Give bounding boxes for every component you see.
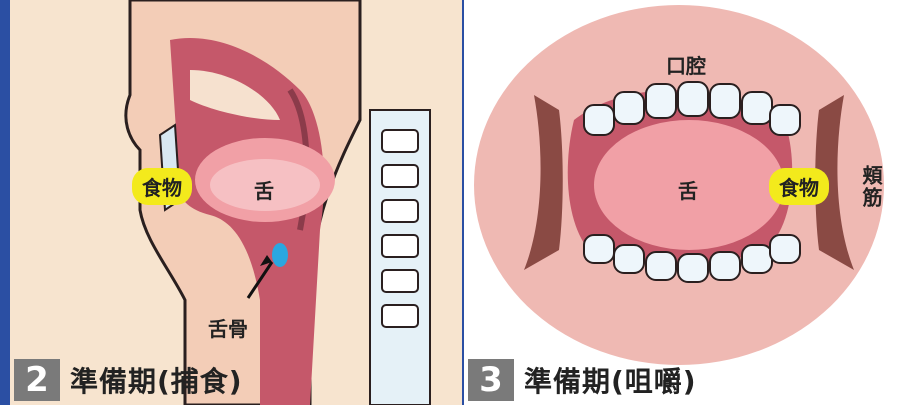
- panel-title: 準備期(咀嚼): [524, 360, 697, 400]
- step-number-badge: 3: [468, 359, 514, 401]
- step-number-badge: 2: [14, 359, 60, 401]
- hyoid-label: 舌骨: [208, 313, 248, 342]
- tongue-label: 舌: [254, 175, 274, 204]
- panel-caption: 3 準備期(咀嚼): [464, 355, 697, 405]
- sagittal-head-illustration: [10, 0, 462, 405]
- panel-mastication: 口腔 舌 食物 頬筋 3 準備期(咀嚼): [464, 0, 897, 405]
- food-label: 食物: [769, 168, 829, 205]
- food-label: 食物: [132, 168, 192, 205]
- panel-capture: 食物 舌 舌骨 2 準備期(捕食): [10, 0, 462, 405]
- buccinator-label: 頬筋: [857, 165, 886, 209]
- oral-cavity-label: 口腔: [666, 50, 706, 79]
- tongue-label: 舌: [678, 175, 698, 204]
- panel-caption: 2 準備期(捕食): [10, 355, 243, 405]
- panel-title: 準備期(捕食): [70, 360, 243, 400]
